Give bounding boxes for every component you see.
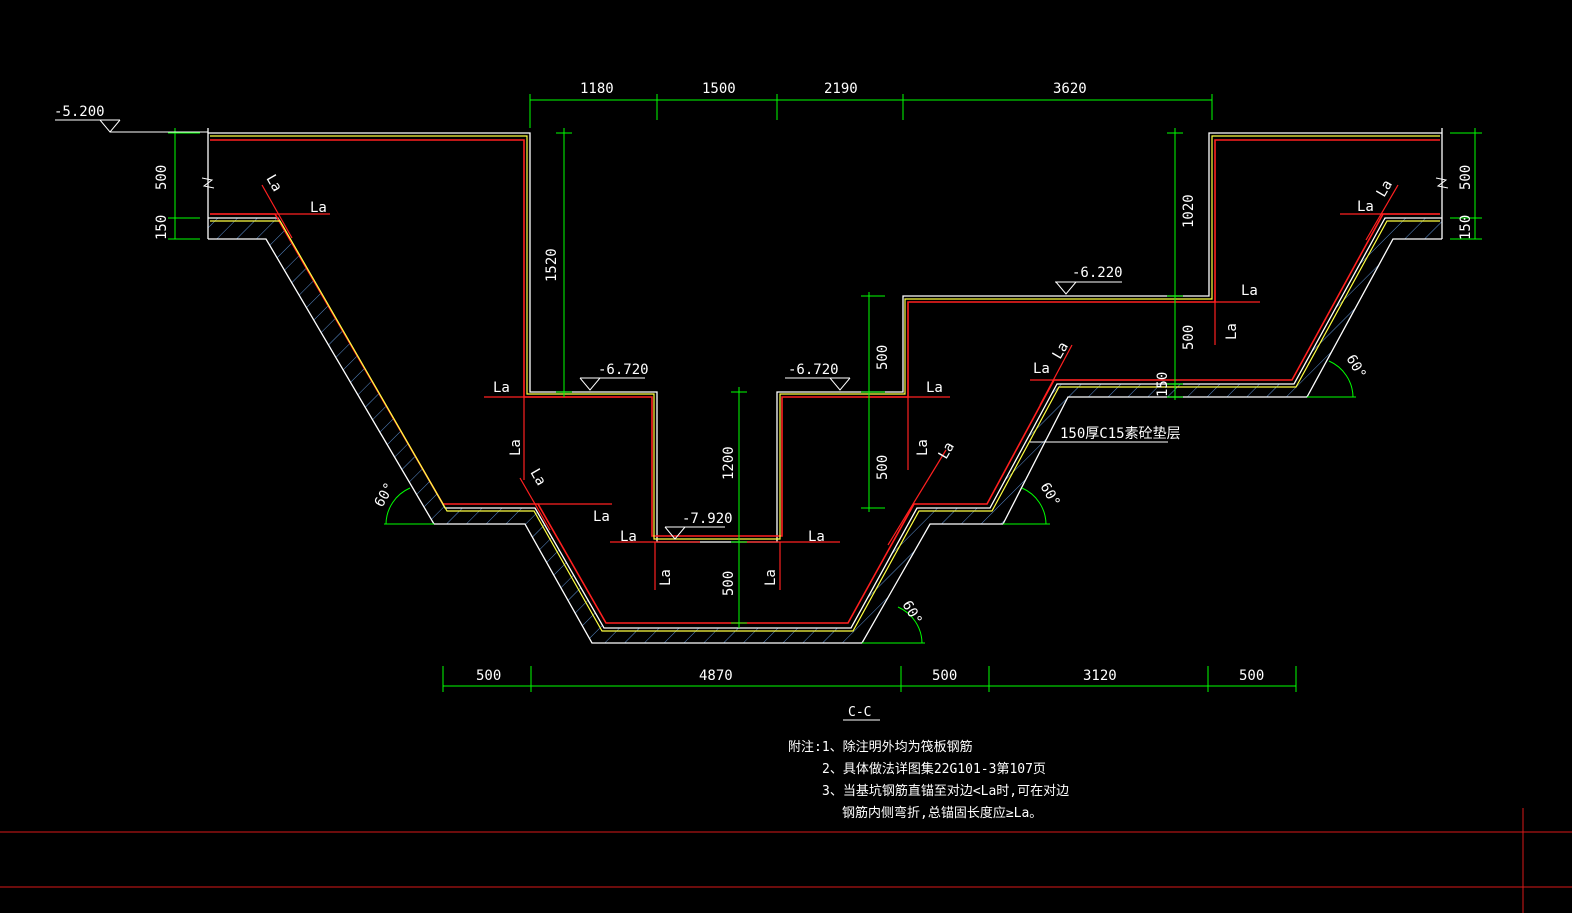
cushion-label: 150厚C15素砼垫层 — [1060, 426, 1181, 442]
drawing-frame-border — [0, 808, 1572, 913]
elev-top-left-triangle — [99, 119, 121, 133]
angle-label-bottom-right: 60° — [899, 598, 926, 628]
top-dim-3: 2190 — [824, 81, 858, 97]
elevation-bottom: -7.920 — [682, 511, 733, 527]
elevation-left-step: -6.720 — [598, 362, 649, 378]
la-label: La — [593, 509, 610, 525]
vert-dim-150-right: 150 — [1155, 372, 1171, 397]
la-label: La — [658, 569, 674, 586]
outline-outer-bottom — [208, 238, 1442, 644]
outline-top-surface — [208, 132, 1442, 543]
elevation-symbols — [55, 119, 1168, 721]
la-label: La — [508, 439, 524, 456]
section-title: C-C — [848, 705, 871, 720]
vert-dim-left-150: 150 — [154, 215, 170, 240]
vert-dim-500-mid-upper: 500 — [875, 345, 891, 370]
elevation-right-top: -6.220 — [1072, 265, 1123, 281]
elev-right-step-triangle — [829, 377, 851, 391]
rebar-top-yellow — [210, 135, 1440, 540]
angle-arc-upper-right — [1328, 360, 1354, 398]
la-label: La — [936, 439, 958, 462]
vert-dim-right-500: 500 — [1458, 165, 1474, 190]
angle-label-upper-right: 60° — [1343, 352, 1370, 382]
cushion-hatch-fill — [208, 218, 1442, 643]
anchor-line — [261, 184, 293, 239]
anchor-line — [887, 449, 947, 546]
la-label: La — [1374, 177, 1396, 200]
bottom-dim-5: 500 — [1239, 668, 1264, 684]
rebar-bottom-red — [210, 213, 1440, 624]
la-label: La — [808, 529, 825, 545]
la-label: La — [1241, 283, 1258, 299]
la-label: La — [915, 439, 931, 456]
anchor-line — [1039, 344, 1073, 406]
la-label: La — [310, 200, 327, 216]
la-label: La — [1357, 199, 1374, 215]
rebar-bottom-yellow — [210, 220, 1440, 632]
elev-left-step-triangle — [579, 377, 601, 391]
elev-bottom-triangle — [664, 526, 686, 540]
bottom-dim-2: 4870 — [699, 668, 733, 684]
break-marker-right — [1435, 177, 1449, 189]
rebar-lines — [210, 135, 1440, 632]
vert-dim-1520: 1520 — [544, 248, 560, 282]
concrete-cushion-layer — [208, 218, 1442, 643]
vert-dim-left-500: 500 — [154, 165, 170, 190]
anchorage-lines — [210, 184, 1440, 590]
angle-arc-left — [385, 487, 411, 525]
la-label: La — [263, 172, 285, 195]
note-line-4: 钢筋内侧弯折,总锚固长度应≥La。 — [842, 805, 1042, 821]
break-marker-left — [201, 177, 215, 189]
rebar-top-red — [210, 139, 1440, 537]
vert-dim-1020: 1020 — [1181, 194, 1197, 228]
la-label: La — [620, 529, 637, 545]
vert-dim-right-150: 150 — [1458, 215, 1474, 240]
dimension-lines — [168, 94, 1482, 692]
note-line-2: 2、具体做法详图集22G101-3第107页 — [822, 761, 1046, 777]
la-label: La — [926, 380, 943, 396]
vert-dim-500-mid-lower: 500 — [875, 455, 891, 480]
vert-dim-1200: 1200 — [721, 446, 737, 480]
angle-arc-mid-right — [1021, 487, 1047, 525]
anchor-line — [1365, 184, 1399, 241]
top-dim-1: 1180 — [580, 81, 614, 97]
bottom-dim-4: 3120 — [1083, 668, 1117, 684]
la-label: La — [527, 466, 549, 489]
top-dim-2: 1500 — [702, 81, 736, 97]
la-label: La — [1224, 323, 1240, 340]
la-label: La — [1033, 361, 1050, 377]
la-label: La — [1050, 339, 1072, 362]
vert-dim-500-bottom: 500 — [721, 571, 737, 596]
break-markers — [201, 177, 1449, 189]
angle-arc-bottom-right — [897, 606, 923, 644]
la-label: La — [763, 569, 779, 586]
la-label: La — [493, 380, 510, 396]
anchor-line — [519, 477, 551, 531]
note-line-3: 3、当基坑钢筋直锚至对边<La时,可在对边 — [822, 783, 1069, 799]
angle-label-left: 60° — [372, 480, 399, 510]
vert-dim-500-right: 500 — [1181, 325, 1197, 350]
top-dim-4: 3620 — [1053, 81, 1087, 97]
bottom-dim-1: 500 — [476, 668, 501, 684]
elev-right-top-triangle — [1055, 281, 1077, 295]
note-line-1: 附注:1、除注明外均为筏板钢筋 — [788, 739, 973, 755]
bottom-dim-3: 500 — [932, 668, 957, 684]
elevation-top-left: -5.200 — [54, 104, 105, 120]
elevation-right-step: -6.720 — [788, 362, 839, 378]
